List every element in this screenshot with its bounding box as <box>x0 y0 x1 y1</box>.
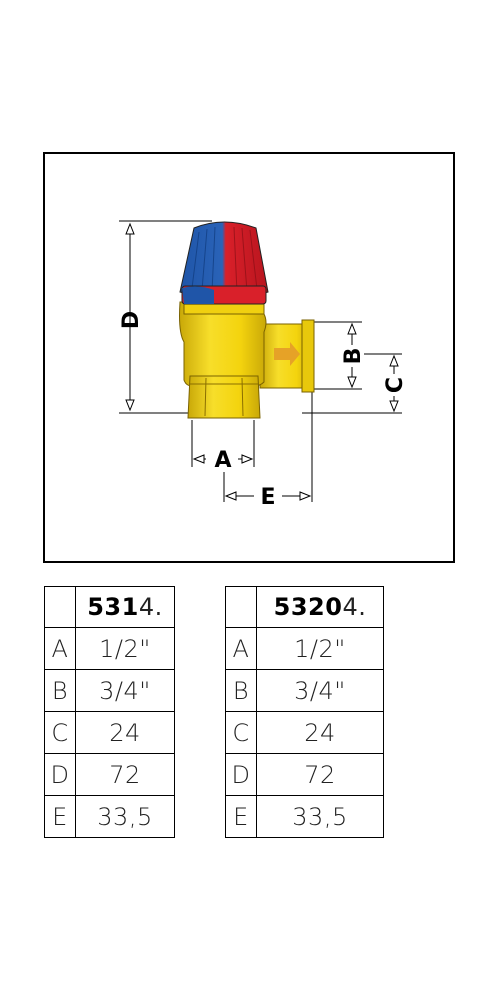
product-code-main: 531 <box>87 593 139 621</box>
product-code-suffix: 4. <box>342 593 367 621</box>
label-b: B <box>341 348 366 365</box>
dimension-key: D <box>44 753 76 796</box>
dimension-key: D <box>225 753 257 796</box>
dimension-letters: D A E B C <box>119 311 408 510</box>
dimension-value: 24 <box>256 711 384 754</box>
dimension-value: 3/4" <box>256 669 384 712</box>
dimension-value: 3/4" <box>75 669 175 712</box>
table-header-empty <box>44 586 76 628</box>
table-header-row: 5314. <box>44 586 175 628</box>
dimension-key: E <box>225 795 257 838</box>
dimension-value: 72 <box>256 753 384 796</box>
diagram-frame: D A E B C <box>43 152 455 563</box>
dimension-value: 1/2" <box>75 627 175 670</box>
dimension-value: 1/2" <box>256 627 384 670</box>
label-e: E <box>260 485 275 510</box>
dimension-key: C <box>44 711 76 754</box>
dimension-value: 24 <box>75 711 175 754</box>
dimension-value: 33,5 <box>256 795 384 838</box>
label-d: D <box>119 311 144 329</box>
table-header-row: 53204. <box>225 586 384 628</box>
valve-cap <box>179 221 269 305</box>
product-code-main: 5320 <box>273 593 343 621</box>
dimension-key: A <box>225 627 257 670</box>
valve-dimension-diagram: D A E B C <box>119 220 408 510</box>
table-header-empty <box>225 586 257 628</box>
label-c: C <box>383 377 408 393</box>
product-code-suffix: 4. <box>138 593 163 621</box>
product-code: 5314. <box>75 586 175 628</box>
dimension-value: 33,5 <box>75 795 175 838</box>
dimension-key: A <box>44 627 76 670</box>
dimension-key: B <box>225 669 257 712</box>
dimension-key: E <box>44 795 76 838</box>
dimension-key: C <box>225 711 257 754</box>
dimension-key: B <box>44 669 76 712</box>
valve-body <box>179 299 315 419</box>
product-code: 53204. <box>256 586 384 628</box>
label-a: A <box>214 448 231 473</box>
dimension-value: 72 <box>75 753 175 796</box>
